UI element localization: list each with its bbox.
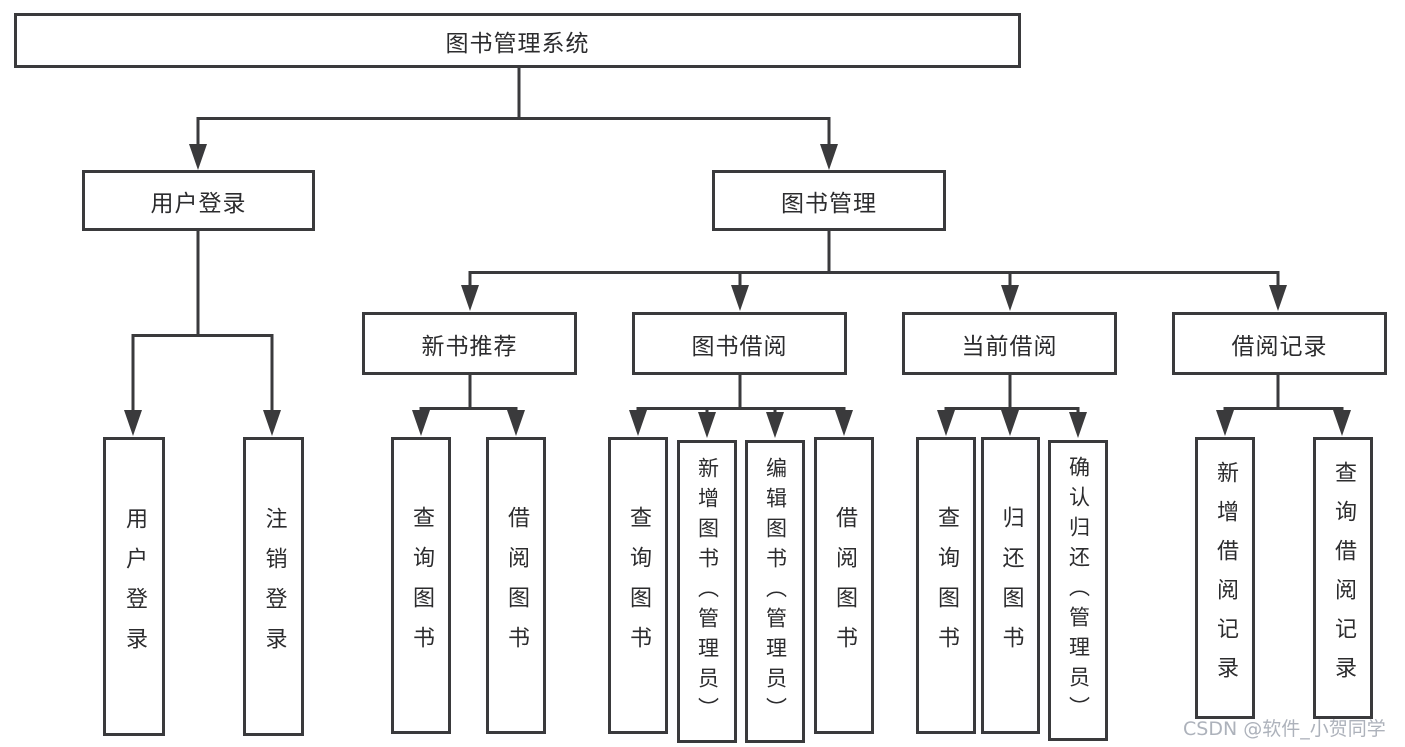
node-label: 当前借阅: [961, 333, 1058, 360]
leaf-label: 新增图书（管理员）: [695, 456, 720, 727]
leaf-label: 查询借阅记录: [1331, 461, 1356, 695]
leaf-query-books-current: 查询图书: [916, 437, 976, 734]
leaf-confirm-return-admin: 确认归还（管理员）: [1048, 440, 1108, 741]
leaf-label: 用户登录: [122, 506, 147, 667]
node-label: 借阅记录: [1231, 333, 1328, 360]
leaf-label: 归还图书: [998, 505, 1024, 666]
node-borrowing-records: 借阅记录: [1172, 312, 1387, 375]
node-book-management: 图书管理: [712, 170, 946, 231]
node-book-borrowing: 图书借阅: [632, 312, 847, 375]
leaf-label: 注销登录: [261, 506, 287, 667]
leaf-return-book: 归还图书: [981, 437, 1040, 734]
leaf-logout: 注销登录: [243, 437, 304, 736]
leaf-add-book-admin: 新增图书（管理员）: [677, 440, 737, 743]
leaf-label: 借阅图书: [504, 505, 529, 666]
watermark-text: CSDN @软件_小贺同学: [1183, 718, 1386, 740]
leaf-query-borrow-record: 查询借阅记录: [1313, 437, 1373, 719]
leaf-label: 查询图书: [626, 505, 651, 666]
leaf-borrow-books-borrowing: 借阅图书: [814, 437, 874, 734]
leaf-query-books-recommend: 查询图书: [391, 437, 451, 734]
leaf-label: 查询图书: [934, 505, 959, 666]
node-label: 图书管理系统: [445, 30, 590, 57]
leaf-user-login: 用户登录: [103, 437, 165, 736]
leaf-label: 确认归还（管理员）: [1066, 455, 1091, 726]
leaf-query-books-borrowing: 查询图书: [608, 437, 668, 734]
node-new-book-recommend: 新书推荐: [362, 312, 577, 375]
node-label: 图书借阅: [691, 333, 788, 360]
node-label: 图书管理: [781, 190, 877, 217]
arrowheads: [124, 144, 1351, 438]
leaf-label: 借阅图书: [832, 505, 857, 666]
leaf-borrow-books-recommend: 借阅图书: [486, 437, 546, 734]
leaf-edit-book-admin: 编辑图书（管理员）: [745, 440, 805, 743]
node-library-system: 图书管理系统: [14, 13, 1021, 68]
node-current-borrowing: 当前借阅: [902, 312, 1117, 375]
leaf-label: 查询图书: [409, 505, 434, 666]
leaf-label: 新增借阅记录: [1213, 461, 1238, 695]
leaf-add-borrow-record: 新增借阅记录: [1195, 437, 1255, 719]
leaf-label: 编辑图书（管理员）: [763, 456, 788, 727]
node-label: 新书推荐: [421, 333, 518, 360]
node-label: 用户登录: [150, 190, 247, 217]
node-user-login: 用户登录: [82, 170, 315, 231]
